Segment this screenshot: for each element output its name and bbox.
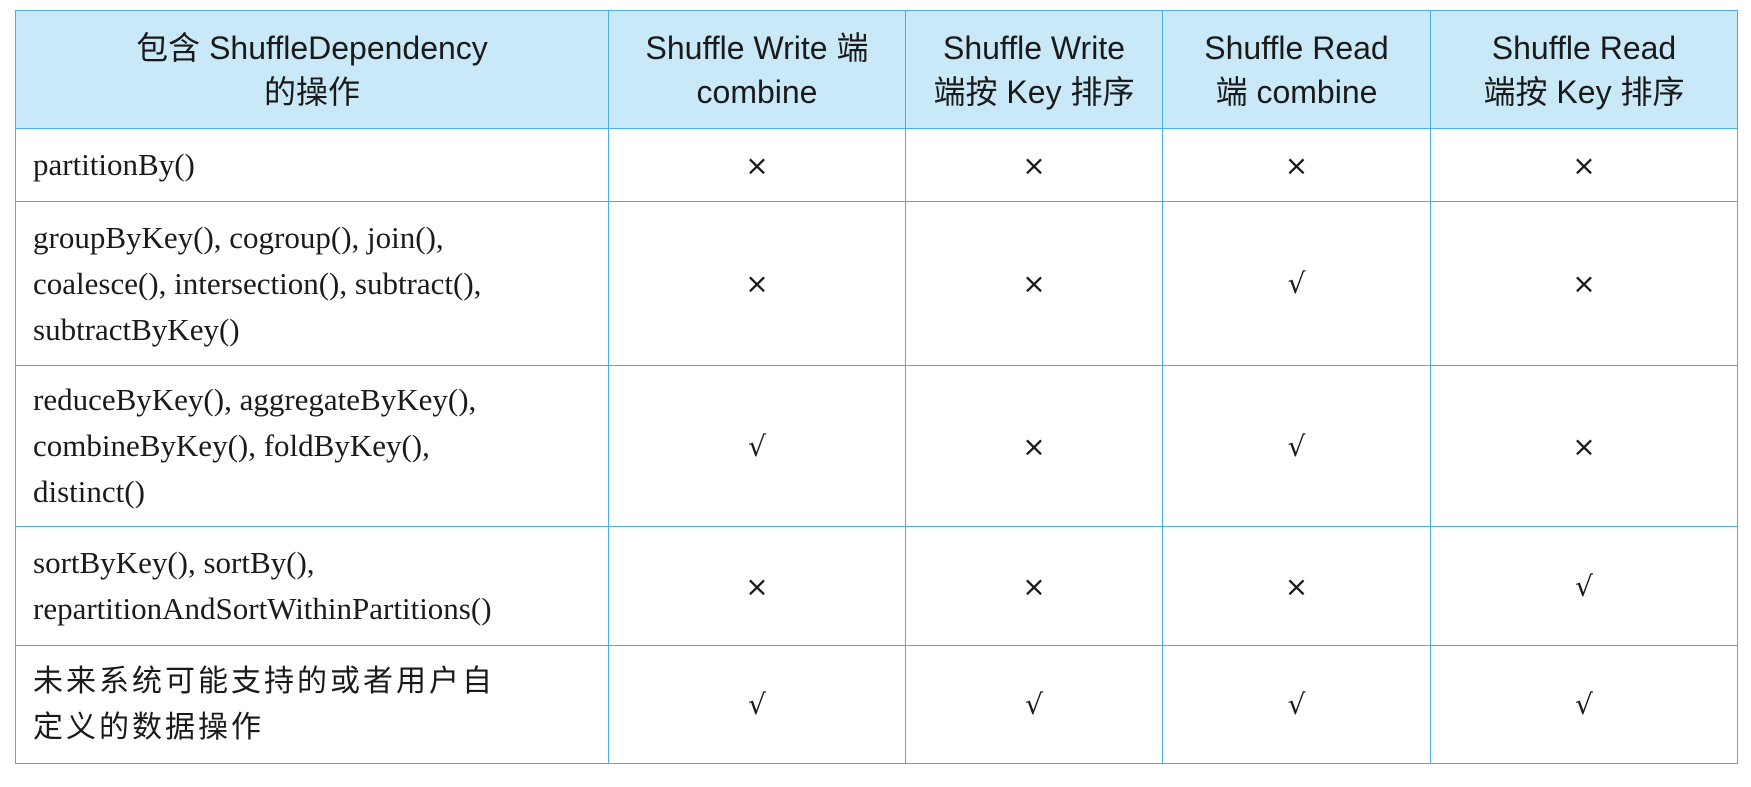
table-header: 包含 ShuffleDependency 的操作 Shuffle Write 端… <box>15 10 1738 129</box>
read-sort-mark: × <box>1430 128 1738 202</box>
table-row: partitionBy() × × × × <box>15 128 1738 202</box>
operation-cell: partitionBy() <box>15 128 609 202</box>
table-row: 未来系统可能支持的或者用户自 定义的数据操作 √ √ √ √ <box>15 645 1738 764</box>
read-combine-mark: × <box>1162 526 1431 646</box>
header-operation-line-2: 的操作 <box>263 73 360 110</box>
operation-line: combineByKey(), foldByKey(), <box>33 428 430 463</box>
table-row: sortByKey(), sortBy(), repartitionAndSor… <box>15 526 1738 646</box>
header-write-sort: Shuffle Write 端按 Key 排序 <box>905 10 1163 129</box>
write-combine-mark: × <box>608 128 906 202</box>
operation-line: reduceByKey(), aggregateByKey(), <box>33 382 477 417</box>
read-sort-mark: √ <box>1430 526 1738 646</box>
header-write-combine-line-2: combine <box>696 73 818 110</box>
write-combine-mark: √ <box>608 365 906 527</box>
write-combine-mark: × <box>608 201 906 366</box>
operation-line: 未来系统可能支持的或者用户自 <box>33 663 495 699</box>
read-combine-mark: √ <box>1162 645 1431 764</box>
shuffle-dependency-table: 包含 ShuffleDependency 的操作 Shuffle Write 端… <box>15 10 1738 764</box>
operation-line: distinct() <box>33 474 145 509</box>
read-sort-mark: √ <box>1430 645 1738 764</box>
read-sort-mark: × <box>1430 201 1738 366</box>
write-combine-mark: √ <box>608 645 906 764</box>
operation-cell: reduceByKey(), aggregateByKey(), combine… <box>15 365 609 527</box>
operation-cell: 未来系统可能支持的或者用户自 定义的数据操作 <box>15 645 609 764</box>
write-sort-mark: × <box>905 201 1163 366</box>
read-combine-mark: √ <box>1162 365 1431 527</box>
header-operation: 包含 ShuffleDependency 的操作 <box>15 10 609 129</box>
write-sort-mark: × <box>905 526 1163 646</box>
header-write-sort-line-2: 端按 Key 排序 <box>933 73 1135 110</box>
header-read-sort-line-1: Shuffle Read <box>1491 29 1677 66</box>
header-read-combine: Shuffle Read 端 combine <box>1162 10 1431 129</box>
header-read-sort: Shuffle Read 端按 Key 排序 <box>1430 10 1738 129</box>
operation-line: coalesce(), intersection(), subtract(), <box>33 265 482 301</box>
header-write-sort-line-1: Shuffle Write <box>942 29 1125 66</box>
read-combine-mark: √ <box>1162 201 1431 366</box>
header-write-combine-line-1: Shuffle Write 端 <box>645 29 869 66</box>
read-sort-mark: × <box>1430 365 1738 527</box>
shuffle-dependency-table-container: 包含 ShuffleDependency 的操作 Shuffle Write 端… <box>15 10 1738 764</box>
operation-line: groupByKey(), cogroup(), join(), <box>33 219 444 255</box>
operation-cell: groupByKey(), cogroup(), join(), coalesc… <box>15 201 609 366</box>
write-sort-mark: × <box>905 128 1163 202</box>
table-row: groupByKey(), cogroup(), join(), coalesc… <box>15 201 1738 366</box>
header-row: 包含 ShuffleDependency 的操作 Shuffle Write 端… <box>15 10 1738 129</box>
operation-line: sortByKey(), sortBy(), <box>33 545 315 580</box>
header-write-combine: Shuffle Write 端 combine <box>608 10 906 129</box>
operation-line: 定义的数据操作 <box>33 709 264 745</box>
write-combine-mark: × <box>608 526 906 646</box>
write-sort-mark: × <box>905 365 1163 527</box>
read-combine-mark: × <box>1162 128 1431 202</box>
header-operation-line-1: 包含 ShuffleDependency <box>136 29 488 66</box>
table-body: partitionBy() × × × × groupByKey(), cogr… <box>15 128 1738 764</box>
header-read-combine-line-1: Shuffle Read <box>1204 29 1389 66</box>
header-read-sort-line-2: 端按 Key 排序 <box>1483 73 1685 110</box>
operation-line: partitionBy() <box>33 147 195 182</box>
operation-line: subtractByKey() <box>33 311 240 347</box>
operation-cell: sortByKey(), sortBy(), repartitionAndSor… <box>15 526 609 646</box>
operation-line: repartitionAndSortWithinPartitions() <box>33 591 492 626</box>
header-read-combine-line-2: 端 combine <box>1215 73 1378 110</box>
table-row: reduceByKey(), aggregateByKey(), combine… <box>15 365 1738 527</box>
write-sort-mark: √ <box>905 645 1163 764</box>
